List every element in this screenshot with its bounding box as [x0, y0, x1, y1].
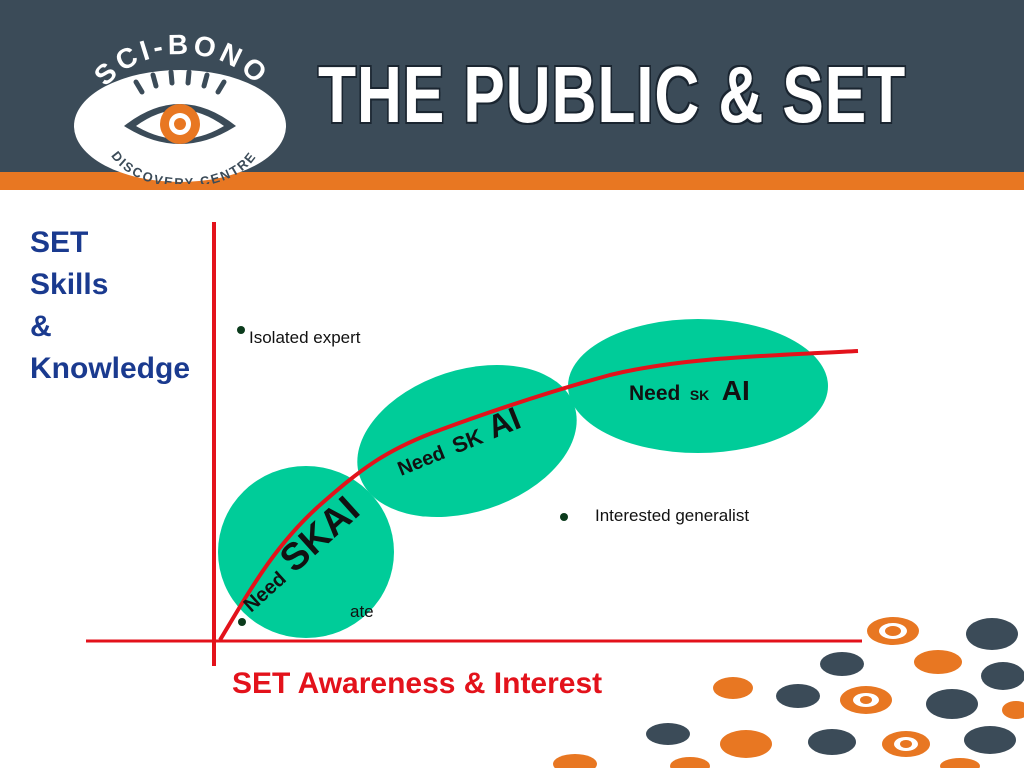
x-axis-label: SET Awareness & Interest	[232, 664, 692, 704]
point-marker	[560, 513, 568, 521]
point-label-interested-generalist: Interested generalist	[595, 506, 749, 525]
sk-word: SK	[690, 387, 709, 403]
point-label-isolated-expert: Isolated expert	[249, 328, 361, 347]
ai-word: AI	[722, 375, 750, 406]
need-bubble-3	[568, 319, 828, 453]
need-word: Need	[629, 382, 680, 405]
point-label-partial: ate	[350, 602, 374, 621]
point-marker	[238, 618, 246, 626]
point-marker	[237, 326, 245, 334]
